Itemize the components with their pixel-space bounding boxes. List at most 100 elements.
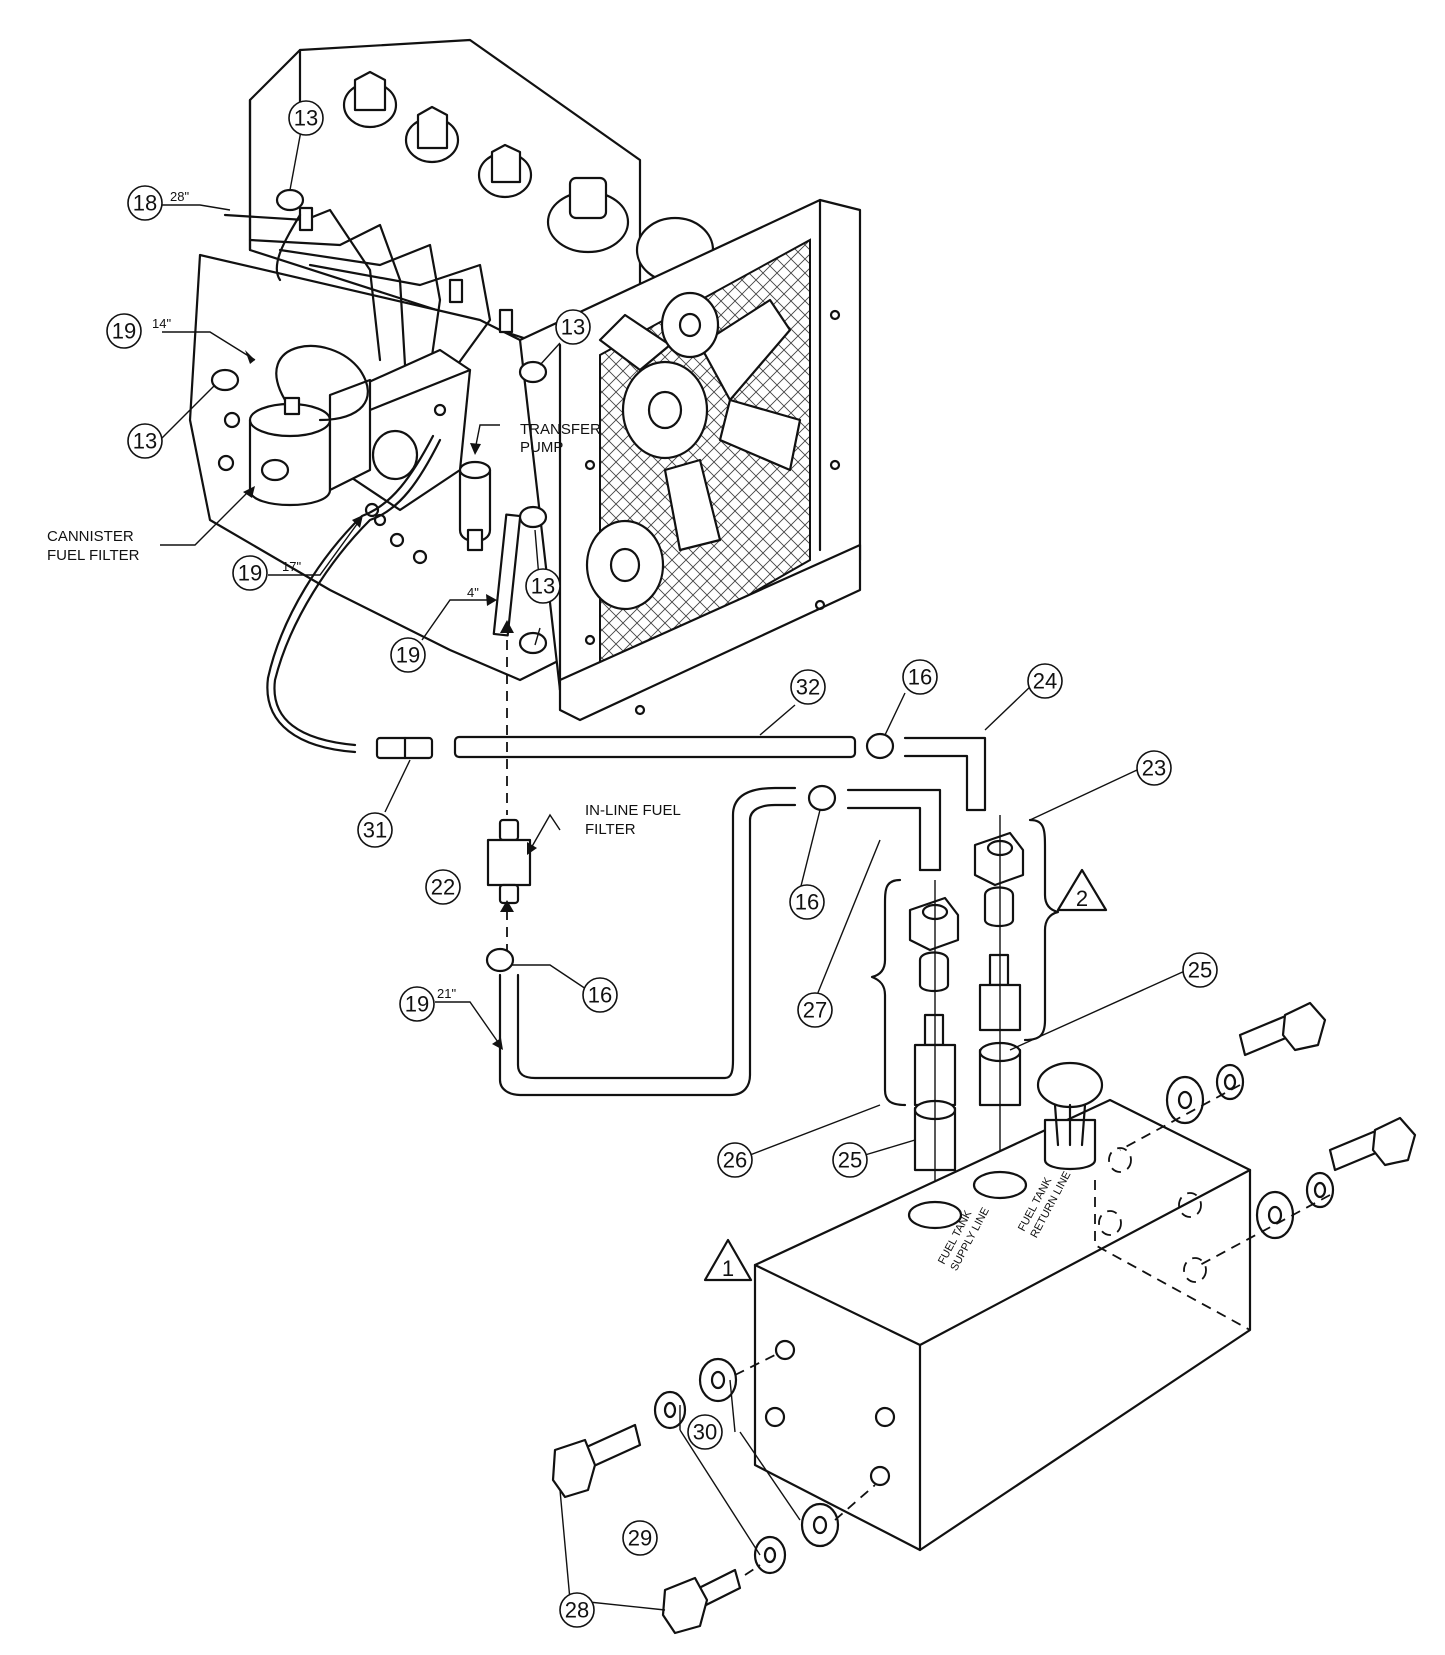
valve-cover-nut xyxy=(342,70,398,129)
bolt-28 xyxy=(1238,1001,1327,1057)
callout-25: 25 xyxy=(1182,952,1218,988)
svg-text:13: 13 xyxy=(561,315,585,340)
callout-13: 13 xyxy=(555,309,591,345)
callout-13: 13 xyxy=(127,423,163,459)
fitting-ferrule xyxy=(918,951,950,993)
hose-clamp xyxy=(275,188,305,212)
callout-19: 19 xyxy=(399,986,435,1022)
cooling-fan xyxy=(598,298,802,552)
connector-31 xyxy=(375,736,434,760)
injection-pump xyxy=(338,348,472,527)
svg-text:18: 18 xyxy=(133,191,157,216)
callout-23: 23 xyxy=(1136,750,1172,786)
note-triangle-1: 1 xyxy=(703,1238,753,1282)
svg-text:25: 25 xyxy=(1188,958,1212,983)
callout-24: 24 xyxy=(1027,663,1063,699)
brace-23 xyxy=(1023,818,1060,1042)
fan-pulley xyxy=(660,291,720,359)
callout-16: 16 xyxy=(902,659,938,695)
note-triangle-2: 2 xyxy=(1056,868,1108,912)
washer-29 xyxy=(1305,1171,1335,1209)
svg-text:22: 22 xyxy=(431,875,455,900)
svg-text:2: 2 xyxy=(1076,886,1088,911)
hose-clamp xyxy=(260,458,290,482)
callout-19: 19 xyxy=(232,555,268,591)
fuel-tank xyxy=(753,1098,1252,1552)
washer-30 xyxy=(1165,1075,1205,1125)
callout-22: 22 xyxy=(425,869,461,905)
svg-text:24: 24 xyxy=(1033,669,1057,694)
label-transfer-pump-2: PUMP xyxy=(520,439,563,456)
transfer-pump xyxy=(458,460,492,552)
svg-text:1: 1 xyxy=(722,1256,734,1281)
svg-text:32: 32 xyxy=(796,675,820,700)
callout-28: 28 xyxy=(559,1592,595,1628)
svg-text:25: 25 xyxy=(838,1148,862,1173)
washer-29 xyxy=(653,1390,687,1430)
callout-27: 27 xyxy=(797,992,833,1028)
fitting-nut xyxy=(973,831,1025,887)
svg-text:19: 19 xyxy=(405,992,429,1017)
washer-30 xyxy=(698,1357,738,1403)
bolt-28 xyxy=(551,1423,642,1499)
callout-25: 25 xyxy=(832,1142,868,1178)
callout-19: 19 xyxy=(390,637,426,673)
hose-length-19a: 14" xyxy=(152,316,171,331)
svg-text:13: 13 xyxy=(294,106,318,131)
label-cannister-1: CANNISTER xyxy=(47,528,134,545)
washer-30 xyxy=(800,1502,840,1548)
injector-lines xyxy=(223,206,514,377)
callout-13: 13 xyxy=(525,568,561,604)
hose-clamp-16 xyxy=(807,784,837,812)
hose-clamp xyxy=(518,360,548,384)
svg-text:16: 16 xyxy=(908,665,932,690)
hose-length-18: 28" xyxy=(170,189,189,204)
hose-clamp xyxy=(518,631,548,655)
engine-block xyxy=(188,38,715,682)
hose-clamp-16 xyxy=(865,732,895,760)
hose-clamp xyxy=(518,505,548,529)
svg-text:13: 13 xyxy=(531,574,555,599)
svg-text:19: 19 xyxy=(238,561,262,586)
callout-16: 16 xyxy=(789,884,825,920)
valve-cover-nut xyxy=(477,143,533,199)
brace-26 xyxy=(870,878,907,1107)
svg-text:13: 13 xyxy=(133,429,157,454)
hose-18-28in xyxy=(275,213,302,282)
hose-clamp xyxy=(210,368,240,392)
svg-text:23: 23 xyxy=(1142,756,1166,781)
washer-29 xyxy=(753,1535,787,1575)
label-transfer-pump-1: TRANSFER xyxy=(520,421,601,438)
callout-19: 19 xyxy=(106,313,142,349)
crank-pulley xyxy=(585,519,665,611)
hose-19-14in xyxy=(275,344,369,422)
valve-cover-nut xyxy=(404,105,460,164)
callout-29: 29 xyxy=(622,1520,658,1556)
leader-lines xyxy=(159,119,1188,1611)
svg-text:31: 31 xyxy=(363,818,387,843)
callout-18: 18 xyxy=(127,185,163,221)
fitting-ferrule xyxy=(983,886,1015,928)
label-inline-1: IN-LINE FUEL xyxy=(585,802,681,819)
hose-19-21in xyxy=(485,786,797,1097)
svg-text:16: 16 xyxy=(588,983,612,1008)
callout-32: 32 xyxy=(790,669,826,705)
svg-text:16: 16 xyxy=(795,890,819,915)
filler-cap xyxy=(1036,1061,1104,1170)
elbow-24 xyxy=(903,736,987,812)
callout-31: 31 xyxy=(357,812,393,848)
hose-length-19d: 21" xyxy=(437,986,456,1001)
washer-29 xyxy=(1215,1063,1245,1101)
hose-19-4in xyxy=(492,513,522,637)
callout-30: 30 xyxy=(687,1414,723,1450)
hose-length-19b: 17" xyxy=(282,559,301,574)
elbow-27 xyxy=(846,788,942,872)
hose-32 xyxy=(453,735,857,759)
svg-text:19: 19 xyxy=(112,319,136,344)
svg-text:19: 19 xyxy=(396,643,420,668)
bolt-28 xyxy=(1328,1116,1417,1172)
fitting-nut xyxy=(908,896,960,952)
hose-19-17in xyxy=(266,434,442,754)
inline-fuel-filter xyxy=(486,818,532,905)
